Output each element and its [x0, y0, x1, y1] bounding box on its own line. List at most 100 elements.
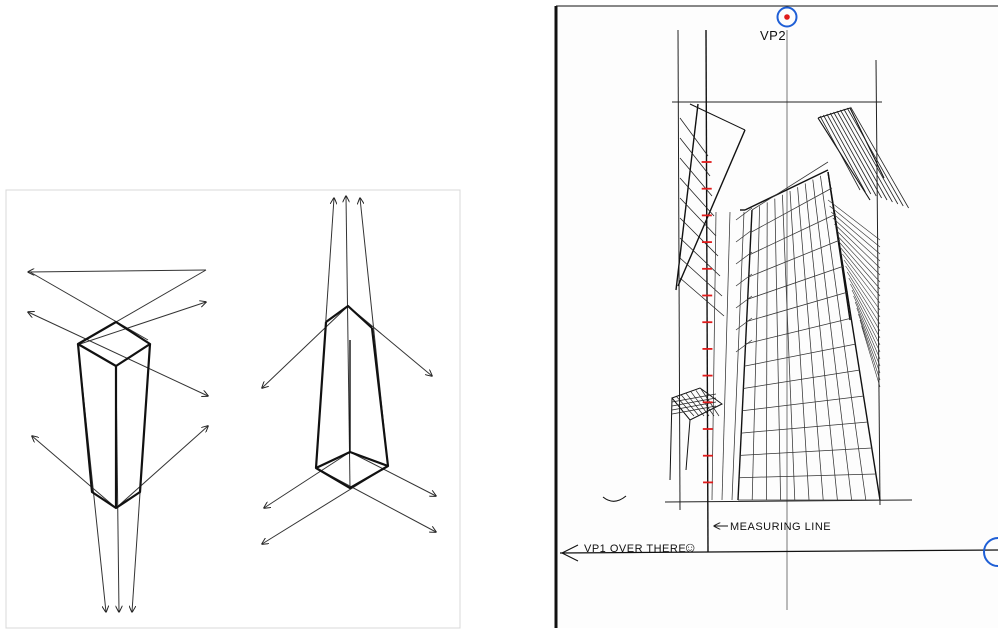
strip-hatch — [735, 339, 753, 353]
box-top-view — [28, 270, 208, 612]
grid-vertical — [751, 206, 760, 501]
box-hatch — [685, 392, 705, 417]
face-hatch — [831, 211, 881, 255]
grid-horizontal — [745, 317, 853, 345]
grid-vertical — [812, 179, 852, 501]
box-hatch — [675, 395, 695, 417]
grid-vertical — [797, 187, 824, 501]
face-hatch — [859, 319, 881, 381]
grid-horizontal — [741, 421, 869, 434]
hatch-line — [679, 237, 721, 277]
grid-horizontal — [744, 343, 857, 367]
hatch-line — [679, 277, 725, 317]
strip-vertical — [721, 211, 731, 501]
face-hatch — [858, 313, 881, 374]
hatch-line — [840, 109, 893, 203]
face-hatch — [845, 265, 881, 318]
grid-horizontal — [748, 239, 841, 278]
hatch-line — [850, 106, 909, 209]
grid-vertical — [820, 175, 867, 501]
box-hatch — [680, 394, 700, 417]
grid-horizontal — [749, 213, 837, 255]
grid-vertical — [804, 183, 838, 501]
face-hatch — [827, 199, 881, 241]
face-hatch — [861, 325, 881, 388]
grid-horizontal — [747, 265, 845, 300]
face-hatch — [832, 217, 881, 262]
vp1-label: VP1 OVER THERE — [584, 543, 686, 555]
face-hatch — [840, 247, 881, 297]
hatch-line — [679, 177, 715, 217]
grid-horizontal — [746, 291, 849, 322]
face-hatch — [853, 295, 881, 353]
box-hatch — [671, 393, 717, 403]
grid-vertical — [766, 202, 768, 501]
grid-vertical — [774, 198, 781, 501]
stray-mark — [602, 495, 627, 502]
grid-horizontal — [742, 395, 865, 412]
face-hatch — [834, 223, 881, 269]
face-hatch — [851, 289, 881, 346]
strip-hatch — [735, 251, 753, 265]
strip-hatch — [735, 229, 753, 243]
vp2-ring — [776, 6, 798, 28]
face-hatch — [848, 277, 881, 332]
box-hatch — [695, 390, 715, 417]
box-hatch — [690, 391, 710, 417]
right-sketch-panel: VP2 — [554, 5, 999, 628]
hatch-line — [679, 157, 713, 197]
grid-vertical — [789, 190, 810, 501]
hatch-line — [829, 112, 877, 197]
face-hatch — [854, 301, 881, 360]
vp1-annotation: VP1 OVER THERE ☺ — [560, 539, 698, 562]
hatch-line — [819, 115, 861, 191]
vp1-edge-marker — [983, 537, 999, 567]
hatch-line — [679, 217, 719, 257]
skyscraper-outline — [737, 169, 881, 501]
strip-hatch — [735, 207, 753, 221]
grid-horizontal — [750, 187, 833, 233]
hatch-line — [823, 114, 866, 193]
hatch-line — [833, 111, 882, 199]
face-hatch — [838, 241, 881, 290]
grid-horizontal — [751, 161, 829, 211]
box-bottom-view-outline — [314, 304, 390, 490]
measuring-line-label: MEASURING LINE — [730, 521, 831, 533]
vp2-dot — [784, 14, 790, 20]
face-hatch — [837, 235, 881, 283]
hatch-line — [836, 110, 888, 201]
grid-horizontal — [740, 447, 873, 456]
box-hatch — [671, 397, 717, 407]
left-slab-hatching — [679, 117, 725, 317]
vp1-smiley: ☺ — [683, 539, 698, 555]
strip-vertical — [711, 211, 717, 501]
upper-right-slab-hatching — [819, 106, 909, 209]
measuring-line-annotation: MEASURING LINE — [714, 521, 831, 533]
small-box — [669, 387, 723, 481]
box-top-view-outline — [76, 320, 152, 510]
face-hatch — [843, 259, 881, 311]
box-hatch — [671, 401, 717, 411]
vp2-label: VP2 — [760, 28, 786, 43]
left-sketch-panel — [5, 189, 461, 629]
face-hatch — [846, 271, 881, 325]
hatch-line — [679, 117, 709, 157]
face-hatch — [842, 253, 881, 304]
grid-horizontal — [743, 369, 861, 389]
hatch-line — [679, 197, 717, 237]
face-hatch — [856, 307, 881, 367]
measuring-ticks — [701, 161, 714, 484]
vp2-marker — [776, 6, 798, 28]
face-hatch — [835, 229, 881, 276]
strip-hatch — [735, 295, 753, 309]
hatch-line — [846, 107, 904, 207]
strip-vertical — [731, 211, 745, 501]
strip-hatch — [735, 317, 753, 331]
grid-horizontal — [739, 473, 877, 479]
left-slab — [675, 103, 746, 291]
hatch-line — [826, 113, 872, 195]
skyscraper-grid — [711, 161, 881, 501]
face-hatch — [850, 283, 881, 339]
hatch-line — [679, 137, 711, 177]
grid-vertical — [782, 194, 796, 501]
